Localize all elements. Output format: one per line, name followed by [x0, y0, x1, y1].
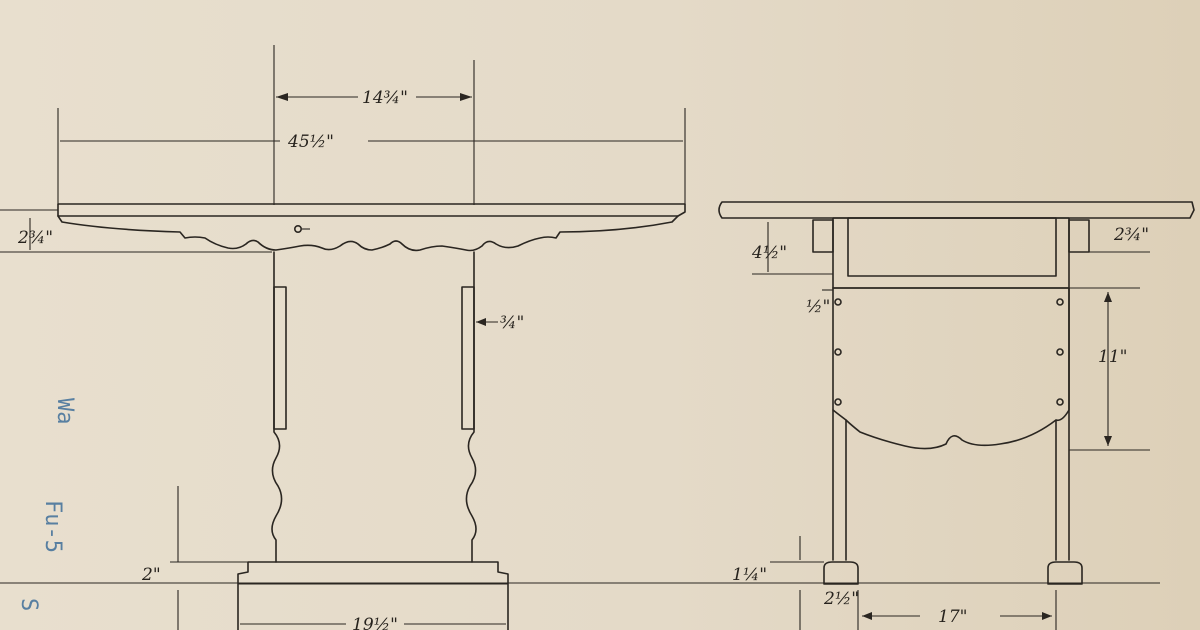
dim-drawer-height: 4½": [751, 243, 787, 263]
dim-rail: ½": [806, 297, 830, 317]
arrowhead: [476, 318, 486, 326]
side-legs: [832, 287, 1070, 561]
pedestal-right-edge: [465, 251, 477, 563]
cleat-left: [812, 219, 834, 253]
apron-scallop: [57, 215, 679, 252]
peg-icon: [1056, 298, 1064, 306]
base-plinth: [237, 561, 509, 630]
margin-note: Wa Fu-5 S: [16, 398, 77, 611]
arrowhead: [1042, 612, 1052, 620]
dim-base-width: 19½": [352, 615, 398, 630]
arrowhead: [862, 612, 872, 620]
dim-span: 17": [938, 607, 967, 627]
drawer-front: [847, 217, 1057, 277]
cleat-right: [1068, 219, 1090, 253]
arrowhead: [276, 93, 288, 101]
side-view: 4½" ½" 2¾" 11" 1¼" 2½" 17": [718, 201, 1195, 630]
drawer-frame: [832, 217, 1070, 289]
margin-note-line3: S: [16, 598, 41, 611]
side-table-top: [718, 201, 1195, 219]
dim-foot-height: 1¼": [732, 565, 767, 585]
arrowhead: [1104, 292, 1112, 302]
dim-side-apron: 2¾": [1113, 225, 1149, 245]
front-view: 14¾" 45½" 2¾" ¾" 2" 19½": [0, 45, 1160, 630]
side-panel-scallop: [832, 287, 1070, 450]
dim-base-height: 2": [141, 565, 161, 585]
peg-icon: [834, 398, 842, 406]
dim-top-width: 14¾": [362, 88, 408, 108]
peg-icon: [834, 348, 842, 356]
dim-overall-width: 45½": [287, 132, 334, 152]
keyhole-icon: [293, 225, 302, 234]
leg-inset-right: [461, 286, 475, 430]
peg-icon: [1056, 348, 1064, 356]
arrowhead: [1104, 436, 1112, 446]
foot-right: [1047, 561, 1083, 585]
dim-foot-width: 2½": [823, 589, 859, 609]
peg-icon: [834, 298, 842, 306]
dim-panel-height: 11": [1098, 347, 1127, 367]
dim-leg-inset: ¾": [500, 313, 524, 333]
dim-apron-height: 2¾": [17, 228, 53, 248]
margin-note-line1: Wa: [52, 398, 77, 425]
leg-inset-left: [273, 286, 287, 430]
margin-note-line2: Fu-5: [40, 500, 65, 553]
foot-left: [823, 561, 859, 585]
arrowhead: [460, 93, 472, 101]
pedestal-left-edge: [271, 251, 283, 563]
peg-icon: [1056, 398, 1064, 406]
table-top: [57, 203, 686, 217]
